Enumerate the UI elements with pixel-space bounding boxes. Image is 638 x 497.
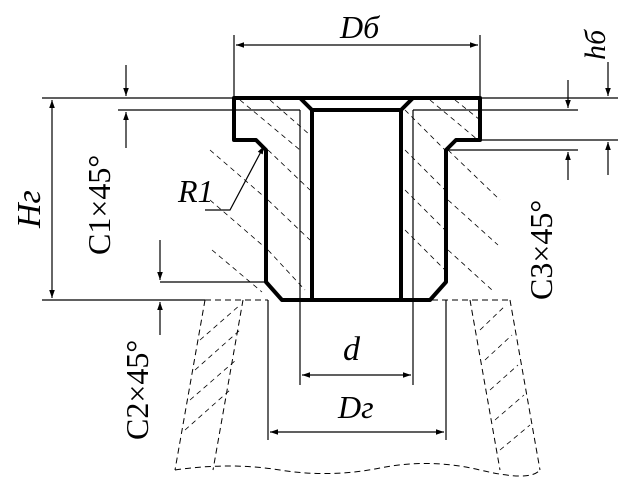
bushing-outline — [232, 96, 482, 302]
label-c1: C1×45° — [81, 155, 117, 255]
label-c3: C3×45° — [523, 200, 559, 300]
housing-hatching — [184, 149, 531, 451]
label-h-housing: Hг — [11, 190, 48, 229]
bushing-hatching — [239, 99, 481, 291]
label-c2: C2×45° — [119, 340, 155, 440]
label-h-bush: hб — [579, 29, 612, 60]
label-d: d — [343, 331, 361, 368]
housing-outline — [174, 299, 541, 477]
dimension-lines — [49, 42, 611, 435]
extension-lines — [42, 35, 618, 440]
label-d-housing: Dг — [337, 389, 374, 425]
bushing-bore — [298, 96, 415, 300]
label-r1: R1 — [177, 173, 214, 209]
label-d-bush: Dб — [339, 9, 380, 45]
